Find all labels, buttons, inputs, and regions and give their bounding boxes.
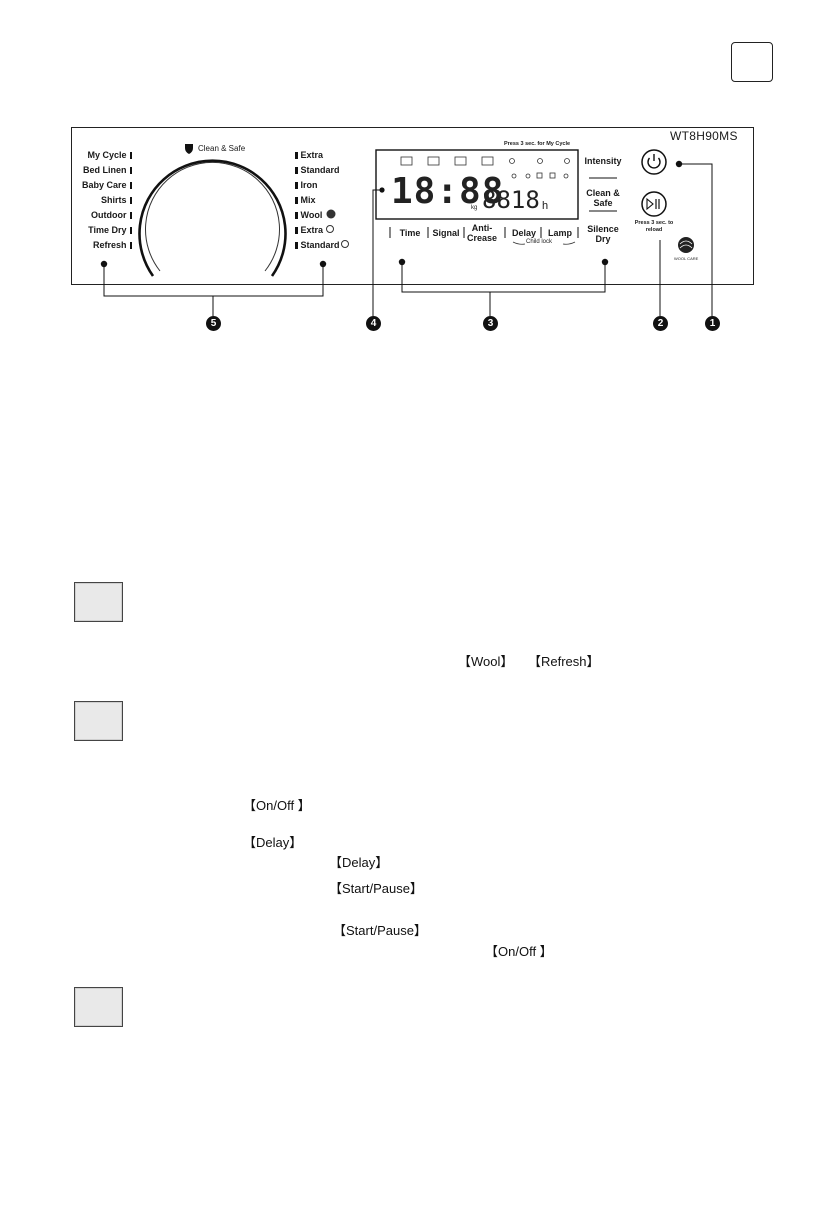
control-panel (71, 127, 754, 285)
callout-5: 5 (206, 316, 221, 331)
panel-drawing (100, 144, 713, 316)
program-dial-outer (138, 159, 287, 277)
anti-crease-button[interactable]: Anti-Crease (467, 223, 498, 243)
display-h-unit: h (542, 200, 549, 212)
power-button-ring (641, 149, 667, 175)
program-mix: Mix (295, 195, 316, 205)
callout-1: 1 (705, 316, 720, 331)
program-dial-inner (145, 161, 280, 272)
key-wool: 【Wool】 (458, 654, 514, 669)
program-baby-care: Baby Care (52, 180, 132, 190)
display-kg-unit: kg (471, 205, 478, 211)
section-box-1 (74, 582, 123, 622)
section-box-3 (74, 987, 123, 1027)
wool-icon (326, 209, 336, 219)
page-number-box (731, 42, 773, 82)
child-lock-label: Child lock (526, 239, 553, 245)
silence-dry-button[interactable]: Silence Dry (587, 224, 619, 244)
program-standard-1: Standard (295, 165, 340, 175)
program-outdoor: Outdoor (52, 210, 132, 220)
wool-care-label: WOOL CARE (674, 256, 699, 261)
wool-care-logo (678, 237, 694, 253)
section-box-2 (74, 701, 123, 741)
delay-button[interactable]: Delay (511, 228, 537, 238)
start-pause-ring (641, 191, 667, 217)
dial-clean-safe-label: Clean & Safe (198, 144, 246, 153)
shield-icon (185, 144, 193, 154)
signal-button[interactable]: Signal (432, 228, 460, 238)
my-cycle-hint: Press 3 sec. for My Cycle (504, 141, 571, 147)
model-name: WT8H90MS (670, 129, 738, 143)
extra-icon (326, 225, 334, 233)
key-onoff-2: 【On/Off 】 (485, 944, 553, 959)
display-screen (375, 149, 579, 220)
display-time: 18:88 (391, 171, 505, 212)
lamp-button[interactable]: Lamp (547, 228, 572, 238)
program-extra-1: Extra (295, 150, 323, 160)
program-bed-linen: Bed Linen (52, 165, 132, 175)
callout-3: 3 (483, 316, 498, 331)
time-button[interactable]: Time (399, 228, 421, 238)
intensity-button[interactable]: Intensity (584, 156, 622, 166)
program-wool: Wool (295, 210, 322, 220)
program-extra-2: Extra (295, 225, 323, 235)
clean-safe-button[interactable]: Clean & Safe (586, 188, 620, 208)
key-startpause-2: 【Start/Pause】 (333, 923, 427, 938)
callout-4: 4 (366, 316, 381, 331)
program-standard-2: Standard (295, 240, 340, 250)
program-shirts: Shirts (52, 195, 132, 205)
display-kg: 8818 (482, 186, 540, 214)
key-onoff-1: 【On/Off 】 (243, 798, 311, 813)
key-refresh: 【Refresh】 (528, 654, 600, 669)
program-my-cycle: My Cycle (52, 150, 132, 160)
reload-hint: Press 3 sec. to reload (634, 220, 674, 233)
program-refresh: Refresh (52, 240, 132, 250)
key-delay-1: 【Delay】 (243, 835, 303, 850)
callout-2: 2 (653, 316, 668, 331)
program-time-dry: Time Dry (52, 225, 132, 235)
program-iron: Iron (295, 180, 318, 190)
key-delay-2: 【Delay】 (329, 855, 389, 870)
key-startpause-1: 【Start/Pause】 (329, 881, 423, 896)
standard-icon (341, 240, 349, 248)
